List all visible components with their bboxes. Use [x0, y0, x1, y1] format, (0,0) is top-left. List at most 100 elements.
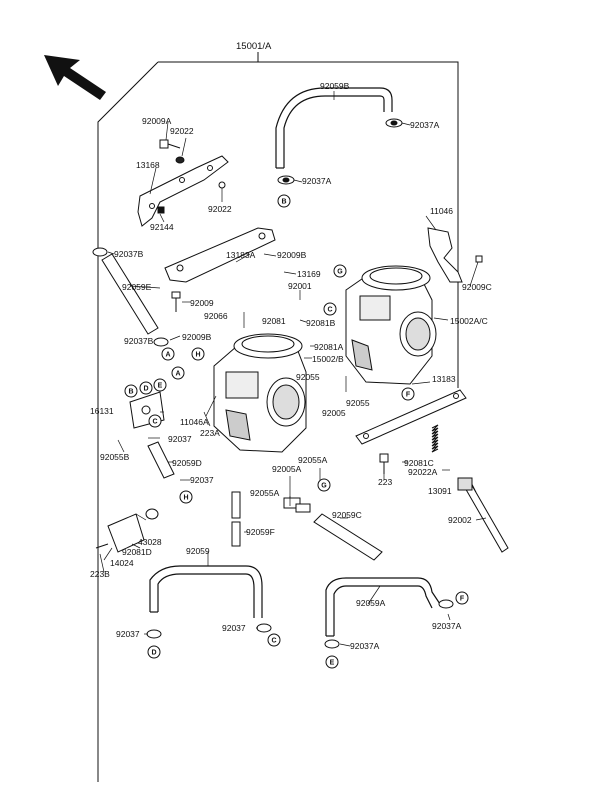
label-92059d: 92059D — [172, 458, 202, 468]
label-92009c: 92009C — [462, 282, 492, 292]
badge-h-2: H — [179, 490, 193, 504]
label-13169: 13169 — [297, 269, 321, 279]
vent-pipe-92059b — [275, 87, 393, 169]
nut-92144 — [157, 206, 165, 214]
label-92037-b: 92037 — [190, 475, 214, 485]
label-92055b: 92055B — [100, 452, 130, 462]
pipe-92059c — [313, 513, 383, 561]
label-92081c: 92081C — [404, 458, 434, 468]
badge-b-1: B — [277, 194, 291, 208]
bracket-13183 — [355, 389, 467, 445]
label-92022a: 92022A — [408, 467, 438, 477]
clip-92037a-f — [438, 599, 454, 609]
label-92037-a: 92037 — [168, 434, 192, 444]
pipe-92059d — [147, 441, 175, 479]
badge-b-2: B — [124, 384, 138, 398]
washer-92022-b — [218, 181, 226, 189]
washer-92022-a — [175, 156, 185, 164]
cable-fitting-43028 — [95, 508, 159, 553]
screw-92009a — [159, 139, 181, 149]
label-92037a-mid: 92037A — [302, 176, 332, 186]
label-92081d: 92081D — [122, 547, 152, 557]
label-92066: 92066 — [204, 311, 228, 321]
clip-92037-c — [146, 629, 162, 639]
label-92059c: 92059C — [332, 510, 362, 520]
bracket-11046 — [427, 227, 463, 283]
label-92001: 92001 — [288, 281, 312, 291]
svg-text:C: C — [271, 638, 276, 645]
svg-text:C: C — [327, 307, 332, 314]
label-92022-b: 92022 — [208, 204, 232, 214]
hose-92059a — [325, 577, 441, 637]
badge-g-1: G — [333, 264, 347, 278]
svg-text:D: D — [151, 650, 156, 657]
label-92037a-top: 92037A — [410, 120, 440, 130]
label-92037-c: 92037 — [116, 629, 140, 639]
carburetor-15002b — [213, 333, 307, 453]
label-92055-a: 92055 — [296, 372, 320, 382]
svg-text:H: H — [195, 352, 200, 359]
label-92081b: 92081B — [306, 318, 336, 328]
label-11046: 11046 — [430, 206, 453, 216]
svg-text:E: E — [330, 660, 335, 667]
label-92081: 92081 — [262, 316, 286, 326]
bracket-13168 — [137, 155, 229, 227]
svg-text:B: B — [281, 199, 286, 206]
svg-text:H: H — [183, 495, 188, 502]
t-joint-92005a — [283, 497, 311, 513]
badge-e-2: E — [325, 655, 339, 669]
badge-f-1: F — [401, 387, 415, 401]
label-11046a: 11046A — [180, 417, 209, 427]
screw-92009c — [475, 255, 483, 263]
label-13091: 13091 — [428, 486, 452, 496]
svg-text:F: F — [460, 596, 465, 603]
label-92055a: 92055A — [298, 455, 328, 465]
badge-c-2: C — [148, 414, 162, 428]
svg-text:F: F — [406, 392, 411, 399]
label-92081a: 92081A — [314, 342, 344, 352]
front-direction-arrow-icon — [44, 55, 106, 100]
label-13168: 13168 — [136, 160, 160, 170]
label-92059e: 92059E — [122, 282, 152, 292]
badge-f-2: F — [455, 591, 469, 605]
screw-92002 — [457, 477, 509, 553]
svg-text:E: E — [158, 383, 163, 390]
label-92037a-f: 92037A — [432, 621, 462, 631]
label-43028: 43028 — [138, 537, 162, 547]
svg-text:A: A — [175, 371, 180, 378]
label-92005: 92005 — [322, 408, 346, 418]
label-223b: 223B — [90, 569, 110, 579]
clip-92037a-mid — [277, 175, 295, 185]
label-13183: 13183 — [432, 374, 456, 384]
label-92055a-2: 92055A — [250, 488, 280, 498]
svg-text:B: B — [128, 389, 133, 396]
bolt-223 — [379, 453, 389, 474]
svg-text:D: D — [143, 386, 148, 393]
svg-text:C: C — [152, 419, 157, 426]
label-92037a-e: 92037A — [350, 641, 380, 651]
bolt-92009 — [171, 291, 181, 312]
badge-h-1: H — [191, 347, 205, 361]
assembly-number: 15001/A — [236, 41, 272, 52]
label-92009b-b: 92009B — [182, 332, 212, 342]
pipe-92059f — [231, 491, 241, 547]
badge-c-1: C — [323, 302, 337, 316]
label-92055-b: 92055 — [346, 398, 370, 408]
label-223: 223 — [378, 477, 392, 487]
label-223a: 223A — [200, 428, 220, 438]
label-92009b-a: 92009B — [277, 250, 307, 260]
leader-lines — [99, 91, 487, 647]
clip-92037b-b — [153, 337, 169, 347]
carburetor-15002ac — [345, 265, 437, 385]
spring-92081c — [431, 424, 439, 453]
label-92059a: 92059A — [356, 598, 386, 608]
badge-c-3: C — [267, 633, 281, 647]
svg-text:A: A — [165, 352, 170, 359]
label-92059f: 92059F — [246, 527, 275, 537]
badge-d-2: D — [147, 645, 161, 659]
badge-d-1: D — [139, 381, 153, 395]
clip-92037b-a — [92, 247, 108, 257]
label-92009a: 92009A — [142, 116, 172, 126]
